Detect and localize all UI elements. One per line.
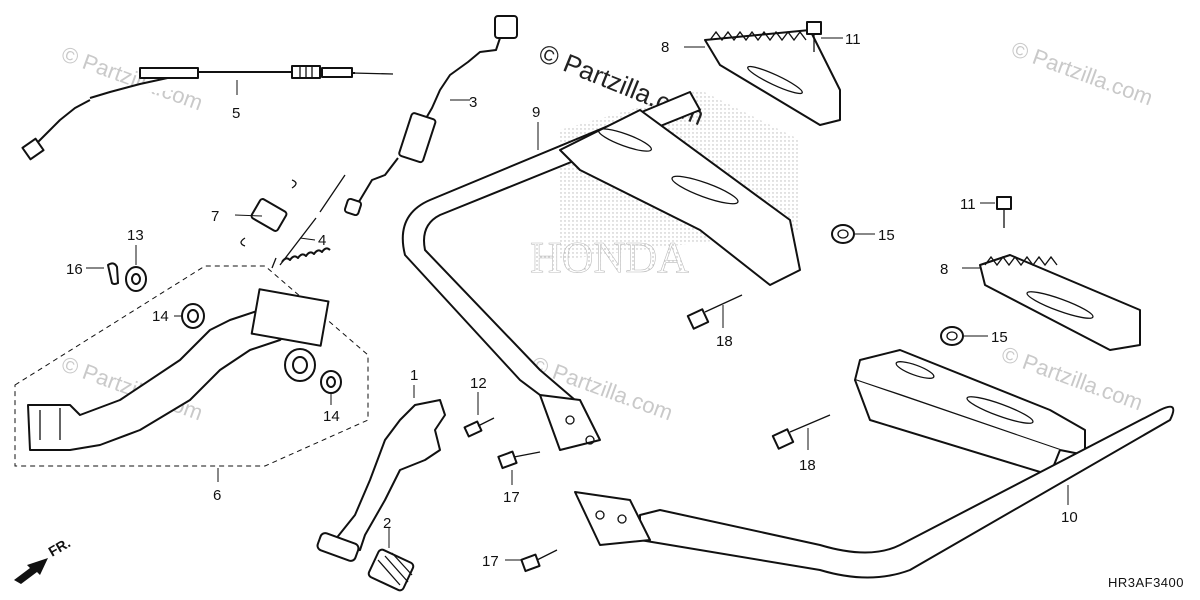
callout-14b: 14 bbox=[323, 408, 340, 425]
part-2-pedal-rubber bbox=[367, 548, 415, 592]
diagram-code: HR3AF3400 bbox=[1107, 575, 1184, 590]
callout-16: 16 bbox=[66, 261, 83, 278]
direction-label: FR. bbox=[46, 534, 74, 559]
part-17-bolt-upper bbox=[497, 450, 541, 470]
callout-8b: 8 bbox=[940, 261, 948, 278]
part-6-brake-pedal bbox=[14, 265, 369, 467]
part-16-cotter-pin bbox=[107, 262, 119, 285]
callout-18b: 18 bbox=[799, 457, 816, 474]
callout-6: 6 bbox=[213, 487, 221, 504]
part-7-spring bbox=[240, 179, 297, 247]
front-direction-indicator: FR. bbox=[14, 534, 73, 584]
logo-text: HONDA bbox=[530, 233, 689, 282]
callout-4: 4 bbox=[318, 232, 326, 249]
part-8-step-plate-lower bbox=[979, 254, 1141, 351]
part-4-spring bbox=[271, 174, 346, 269]
part-5-brake-cable bbox=[21, 65, 394, 161]
callout-10: 10 bbox=[1061, 509, 1078, 526]
part-10-step-bar bbox=[574, 349, 1175, 579]
part-13-washer bbox=[125, 266, 147, 292]
callout-9: 9 bbox=[532, 104, 540, 121]
callout-11a: 11 bbox=[845, 31, 861, 48]
part-15-nut-upper bbox=[831, 224, 855, 244]
callout-8a: 8 bbox=[661, 39, 669, 56]
callout-1: 1 bbox=[410, 367, 418, 384]
callout-5: 5 bbox=[232, 105, 240, 122]
callout-17b: 17 bbox=[482, 553, 499, 570]
watermark: © Partzilla.com bbox=[1008, 36, 1156, 110]
part-15-nut-lower bbox=[940, 326, 964, 346]
callout-15a: 15 bbox=[878, 227, 895, 244]
callout-18a: 18 bbox=[716, 333, 733, 350]
part-8-step-plate-upper bbox=[704, 29, 841, 126]
part-18-bolt-upper bbox=[686, 294, 743, 330]
part-11-bolt-lower bbox=[996, 196, 1012, 228]
part-3-stop-switch bbox=[343, 15, 518, 217]
callout-14a: 14 bbox=[152, 308, 169, 325]
callout-11b: 11 bbox=[960, 196, 976, 213]
callout-7: 7 bbox=[211, 208, 219, 225]
part-17-bolt-lower bbox=[520, 549, 558, 573]
part-1-pedal-arm bbox=[316, 399, 446, 562]
callout-17a: 17 bbox=[503, 489, 520, 506]
part-18-bolt-lower bbox=[771, 414, 831, 450]
callout-15b: 15 bbox=[991, 329, 1008, 346]
callout-13: 13 bbox=[127, 227, 144, 244]
callout-2: 2 bbox=[383, 515, 391, 532]
callout-3: 3 bbox=[469, 94, 477, 111]
part-11-bolt-upper bbox=[806, 21, 822, 52]
part-12-bolt bbox=[463, 417, 495, 438]
callout-12: 12 bbox=[470, 375, 487, 392]
part-9-step-bar bbox=[401, 91, 801, 451]
